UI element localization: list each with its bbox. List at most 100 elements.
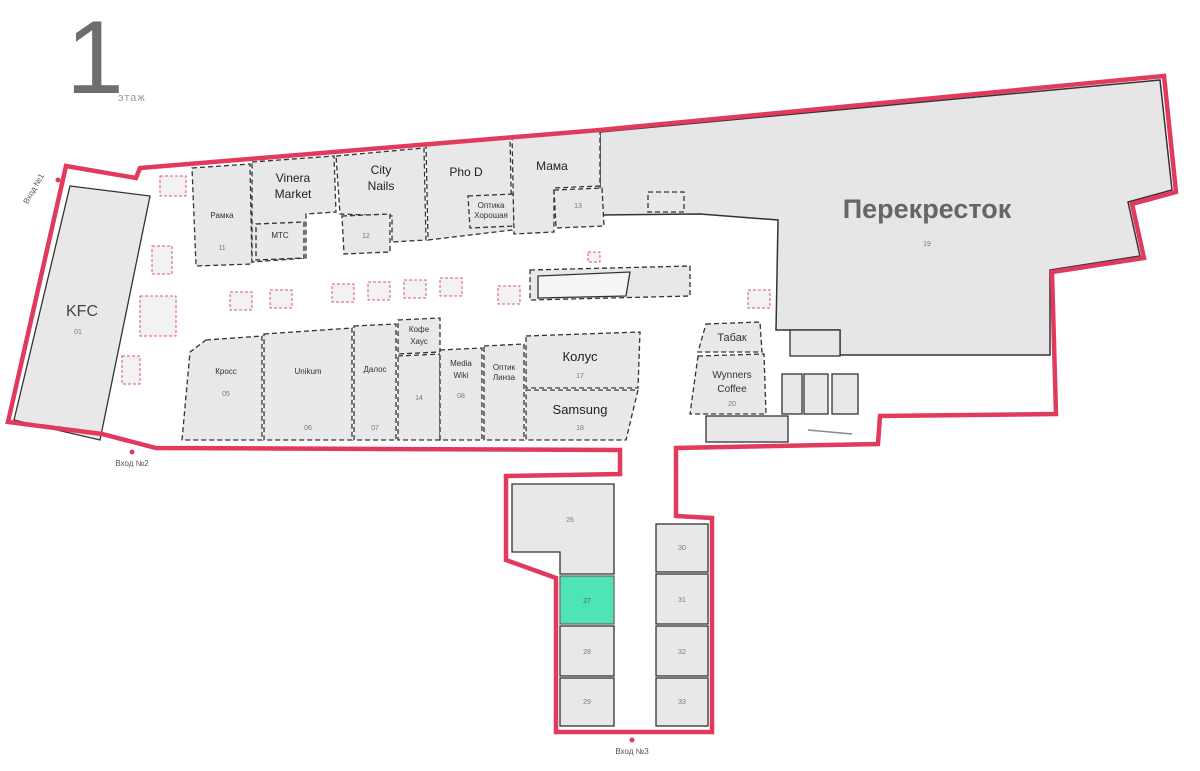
store-dalos[interactable] <box>353 323 397 441</box>
store-mediawiki-label-2: Wiki <box>453 371 468 380</box>
store-eyes[interactable] <box>483 343 525 441</box>
unit-number-perekrestok: 19 <box>923 241 931 248</box>
store-perekrestok-label: Перекресток <box>843 194 1012 224</box>
kiosk-k12[interactable] <box>747 289 771 309</box>
store-mama-label: Мама <box>536 159 568 173</box>
entrance-label-3: Вход №3 <box>615 747 649 756</box>
store-unit-small-b[interactable] <box>831 373 859 415</box>
unit-number-lower1: 26 <box>566 517 574 524</box>
store-optika-label-2: Хорошая <box>474 211 508 220</box>
kiosk-k6[interactable] <box>269 289 293 309</box>
unit-number-wynners: 20 <box>728 401 736 408</box>
store-dalos-label: Далос <box>363 365 386 374</box>
store-mts-label: МТС <box>271 231 289 240</box>
store-citynails-label-1: City <box>371 163 392 177</box>
store-unit-u3[interactable] <box>553 187 605 229</box>
unit-number-kfc: 01 <box>74 329 82 336</box>
floor-number: 1 <box>66 0 124 116</box>
store-cross-label: Кросс <box>215 367 237 376</box>
store-vinera-label-2: Market <box>275 187 312 201</box>
unit-number-cross: 05 <box>222 391 230 398</box>
store-unit-small-a[interactable] <box>803 373 829 415</box>
store-lower-1[interactable] <box>511 483 615 575</box>
unit-number-dalos: 07 <box>371 425 379 432</box>
stairs-mark <box>807 429 853 435</box>
store-lower-8[interactable] <box>655 677 709 727</box>
store-vinera-label-1: Vinera <box>276 171 311 185</box>
entrance-marker-1 <box>55 177 61 183</box>
unit-number-lower2: 27 <box>583 598 591 605</box>
central-escalator[interactable] <box>537 271 631 299</box>
unit-number-u4: 14 <box>415 395 423 402</box>
store-samsung[interactable] <box>525 389 639 441</box>
store-koluys-label: Колус <box>563 349 598 364</box>
store-mts[interactable] <box>255 221 305 261</box>
unit-number-u3: 13 <box>574 203 582 210</box>
entrance-label-1: Вход №1 <box>22 172 47 206</box>
store-eyes-label-1: Оптик <box>493 363 516 372</box>
unit-number-lower8: 33 <box>678 699 686 706</box>
store-lower-4[interactable] <box>559 677 615 727</box>
store-lower-7[interactable] <box>655 625 709 677</box>
entrance-label-2: Вход №2 <box>115 459 149 468</box>
store-wynners-coffee[interactable] <box>689 353 767 415</box>
store-phod-label: Pho D <box>449 165 483 179</box>
floor-label: этаж <box>118 92 146 104</box>
unit-number-mediawiki: 08 <box>457 393 465 400</box>
store-lower-6[interactable] <box>655 573 709 625</box>
store-cafe-label-2: Хаус <box>410 337 428 346</box>
kiosk-k10[interactable] <box>439 277 463 297</box>
store-leftA-label: Рамка <box>210 211 234 220</box>
store-optika[interactable] <box>467 193 515 229</box>
kiosk-k4[interactable] <box>121 355 141 385</box>
store-unikum[interactable] <box>263 327 353 441</box>
store-koluys[interactable] <box>525 331 641 389</box>
unit-number-unikum: 06 <box>304 425 312 432</box>
store-cafe-label-1: Кофе <box>409 325 430 334</box>
kiosk-k13[interactable] <box>587 251 601 263</box>
store-wynners-label-2: Coffee <box>717 384 747 395</box>
store-tabak[interactable] <box>697 321 763 353</box>
store-cross[interactable] <box>181 335 263 441</box>
kiosk-k8[interactable] <box>367 281 391 301</box>
kiosk-k2[interactable] <box>151 245 173 275</box>
store-lower-selected[interactable] <box>559 575 615 625</box>
unit-number-u2: 12 <box>362 233 370 240</box>
unit-number-lower4: 29 <box>583 699 591 706</box>
kiosk-k14[interactable] <box>647 191 685 213</box>
store-unit-small-c[interactable] <box>781 373 803 415</box>
store-tabak-label: Табак <box>717 332 747 344</box>
store-mediawiki-label-1: Media <box>450 359 472 368</box>
store-kfc[interactable] <box>13 185 151 441</box>
store-samsung-label: Samsung <box>553 402 608 417</box>
store-unit-u6[interactable] <box>789 329 841 357</box>
store-cafe[interactable] <box>397 317 441 355</box>
kiosk-k5[interactable] <box>229 291 253 311</box>
unit-number-lower7: 32 <box>678 649 686 656</box>
entrance-marker-2 <box>129 449 135 455</box>
store-kfc-label: KFC <box>66 303 98 320</box>
kiosk-k9[interactable] <box>403 279 427 299</box>
store-unit-u1[interactable] <box>191 163 253 267</box>
unit-number-lower3: 28 <box>583 649 591 656</box>
kiosk-k11[interactable] <box>497 285 521 305</box>
store-unit-u2[interactable] <box>341 213 391 255</box>
store-citynails-label-2: Nails <box>368 179 395 193</box>
kiosk-k7[interactable] <box>331 283 355 303</box>
building-outline <box>5 73 1179 735</box>
unit-number-lower5: 30 <box>678 545 686 552</box>
kiosk-k3[interactable] <box>139 295 177 337</box>
store-media-wiki[interactable] <box>439 347 483 441</box>
store-perekrestok[interactable] <box>599 79 1173 356</box>
kiosk-k1[interactable] <box>159 175 187 197</box>
unit-number-u1: 11 <box>218 245 225 252</box>
store-lower-3[interactable] <box>559 625 615 677</box>
entrance-marker-3 <box>629 737 635 743</box>
store-unit-u5[interactable] <box>705 415 789 443</box>
store-wynners-label-1: Wynners <box>712 370 751 381</box>
unit-number-lower6: 31 <box>678 597 686 604</box>
store-lower-5[interactable] <box>655 523 709 573</box>
store-city-nails[interactable] <box>335 147 427 243</box>
unit-number-samsung: 18 <box>576 425 584 432</box>
